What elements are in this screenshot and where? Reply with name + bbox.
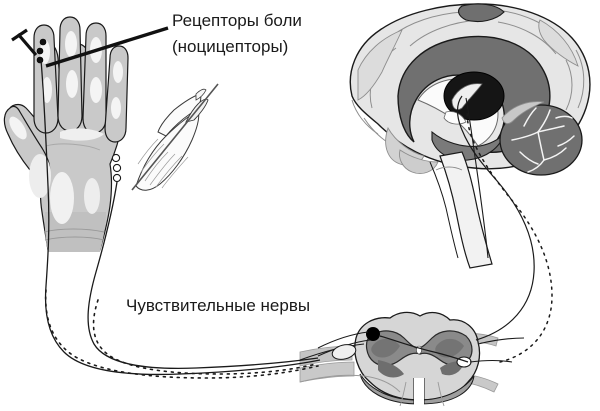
highlight-hypothenar (84, 178, 100, 214)
spinal-cord-cross-section (299, 311, 525, 407)
thalamus-highlight (451, 83, 483, 110)
highlight-middle-mid (66, 70, 78, 98)
ascending-tracts (456, 95, 553, 363)
dorsal-root-neuron-soma (366, 327, 380, 341)
label-receptors-line2: (ноцицепторы) (172, 37, 288, 56)
touch-receptor-rings (111, 153, 122, 183)
somatosensory-cortex (457, 3, 505, 23)
arbor-vitae (511, 107, 575, 173)
ascending-tract-dashed (466, 97, 553, 363)
fissure-gap (414, 378, 424, 406)
thalamocortical-line (465, 97, 489, 259)
parietal-gyrus-block (538, 19, 579, 67)
dorsal-root-fiber-1 (317, 331, 369, 349)
peripheral-nerve-pathways (40, 59, 321, 379)
hypothalamus-region (443, 111, 467, 125)
sensory-nerve-fiber-dashed-2 (92, 299, 317, 375)
temporal-pole (399, 149, 439, 174)
ventral-shadow-lines (399, 381, 445, 407)
cord-ventral-shadow (359, 373, 475, 405)
label-receptors-line1: Рецепторы боли (172, 11, 302, 30)
wrist-crease-2 (44, 236, 105, 241)
ventral-horn-left (378, 360, 404, 378)
palm-crease (45, 143, 101, 151)
sensory-nerve-fiber-solid-1 (40, 59, 321, 376)
brain-midsagittal-section (349, 3, 591, 269)
feather-tuft-top (195, 88, 207, 101)
highlight-middle-tip (65, 31, 77, 57)
commissural-fiber (379, 335, 469, 363)
pons-crease (435, 166, 463, 171)
dorsal-horn-left (371, 338, 400, 358)
brainstem (439, 151, 493, 269)
ganglion-capsule (331, 344, 357, 360)
highlight-little-mid (111, 97, 121, 119)
cerebellum (499, 104, 583, 176)
feather-stimulus (131, 83, 219, 191)
afferent-fiber-right (477, 337, 525, 345)
label-sensory-nerves: Чувствительные нервы (126, 296, 310, 315)
highlight-palm-center (50, 172, 74, 224)
frontal-gyrus-block (357, 29, 403, 101)
feather-rachis (131, 83, 219, 191)
hand-palmar-view (3, 16, 129, 252)
ascending-tract-solid (456, 95, 535, 341)
wrist-band (44, 212, 106, 252)
dorsal-horn-right (435, 338, 464, 358)
dorsal-root-fiber-3 (299, 343, 365, 361)
highlight-ring-mid (90, 77, 102, 103)
highlight-index-mid (42, 77, 52, 103)
efferent-fiber-right (469, 359, 513, 363)
highlight-little-tip (113, 61, 123, 83)
highlight-thenar (29, 154, 51, 198)
cerebellum-edge-light (501, 101, 545, 125)
sensory-nerve-fiber-solid-2 (87, 181, 319, 369)
ventral-root-sheath (299, 374, 401, 393)
nerve-sheath-left-lower (299, 361, 355, 383)
highlight-thumb (9, 116, 27, 140)
feather-vane-lower (135, 109, 200, 191)
feather-barb-lines (137, 138, 189, 189)
leader-line-pointer (11, 26, 169, 68)
highlight-palm-upper (60, 128, 104, 141)
brainstem-anterior-line (429, 161, 459, 259)
